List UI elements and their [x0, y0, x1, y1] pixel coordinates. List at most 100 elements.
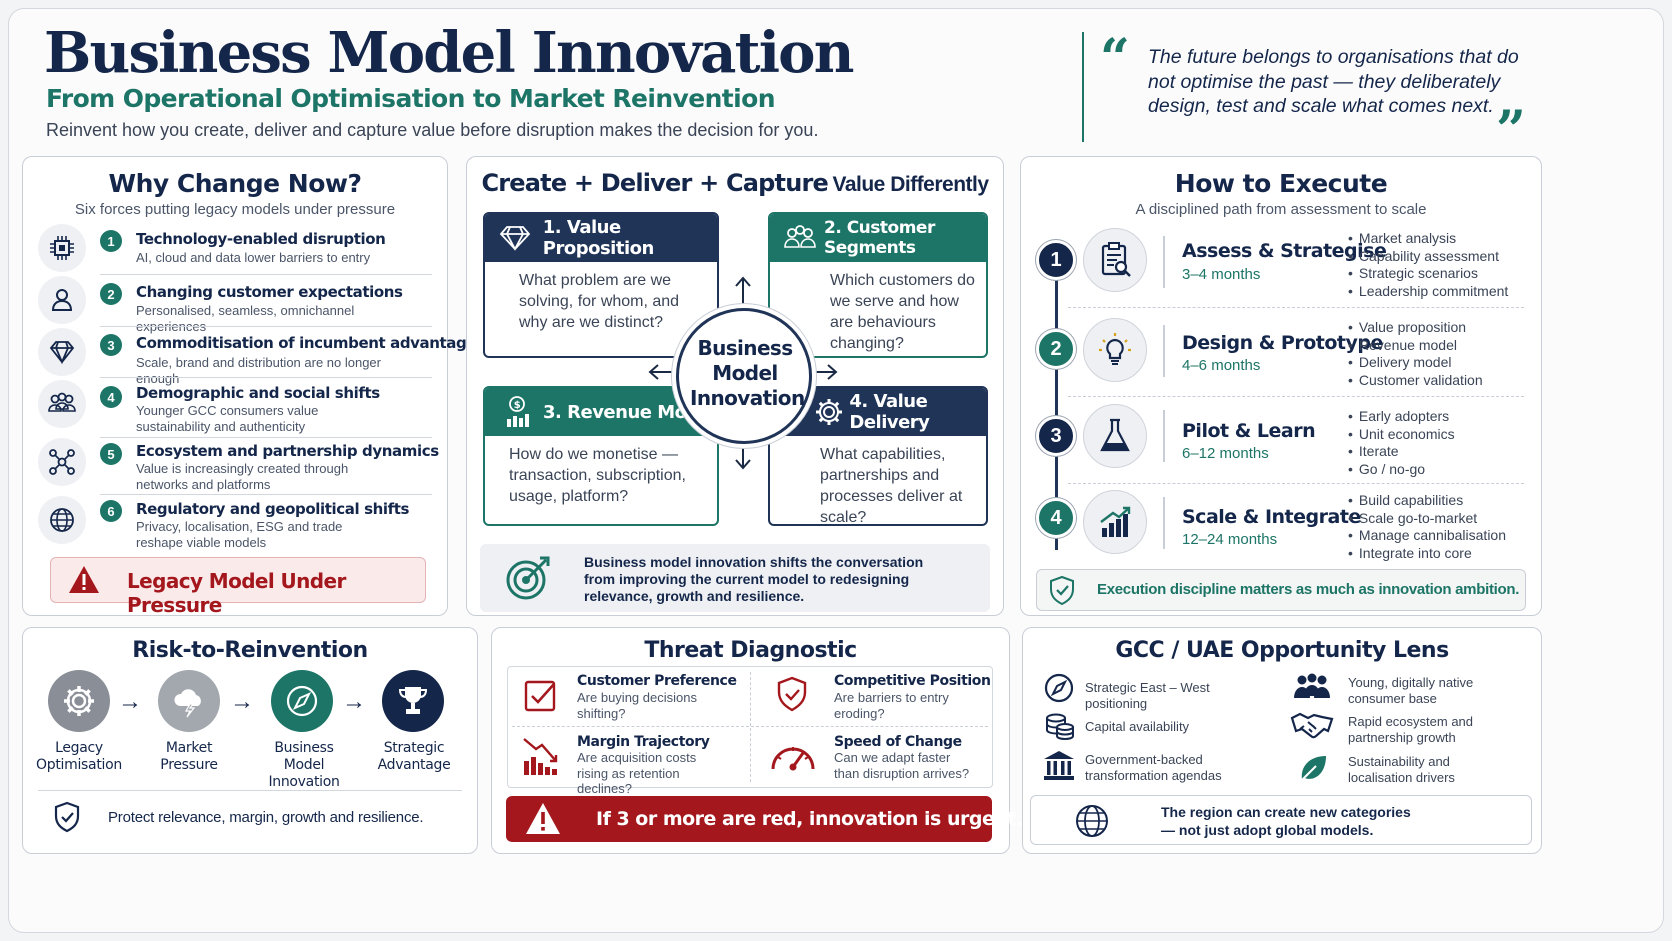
quadrant-title: 3. Revenue Model	[543, 401, 717, 423]
step-bullets: Early adopters Unit economics Iterate Go…	[1348, 408, 1455, 478]
divider	[100, 377, 432, 378]
step-bullet: Market analysis	[1348, 230, 1508, 248]
center-label: Business Model Innovation	[690, 336, 805, 410]
step-title: Pilot & Learn	[1182, 420, 1316, 442]
step-divider	[1163, 236, 1165, 288]
divider	[100, 326, 432, 327]
growth-chart-icon	[1083, 490, 1147, 554]
step-bullet: Integrate into core	[1348, 545, 1506, 563]
force-desc: Younger GCC consumers value sustainabili…	[136, 403, 319, 434]
force-number: 4	[100, 386, 122, 408]
divider	[100, 274, 432, 275]
force-number: 6	[100, 500, 122, 522]
threat-item-desc: Can we adapt faster than disruption arri…	[834, 750, 970, 781]
force-number: 1	[100, 230, 122, 252]
step-number: 3	[1036, 416, 1076, 456]
stage-label: Market Pressure	[160, 740, 218, 773]
handshake-icon	[1290, 710, 1334, 747]
force-title: Demographic and social shifts	[136, 384, 380, 402]
shield-check-icon	[772, 674, 812, 719]
step-bullets: Market analysis Capability assessment St…	[1348, 230, 1508, 300]
step-bullet: Value proposition	[1348, 319, 1483, 337]
divider	[38, 790, 462, 791]
person-icon	[38, 276, 86, 324]
step-duration: 6–12 months	[1182, 445, 1269, 462]
diamond-icon	[38, 328, 86, 376]
quadrant-body: How do we monetise — transaction, subscr…	[509, 446, 686, 505]
step-title: Scale & Integrate	[1182, 506, 1361, 528]
threat-item-title: Customer Preference	[577, 673, 737, 689]
step-bullet: Capability assessment	[1348, 248, 1508, 266]
quadrant-body: What capabilities, partnerships and proc…	[820, 446, 963, 526]
step-bullet: Delivery model	[1348, 354, 1483, 372]
threat-alert: If 3 or more are red, innovation is urge…	[506, 796, 1023, 842]
step-bullet: Go / no-go	[1348, 461, 1455, 479]
page-tagline: Reinvent how you create, deliver and cap…	[46, 120, 819, 140]
value-title: Create + Deliver + Capture Value Differe…	[467, 169, 1003, 197]
force-title: Changing customer expectations	[136, 283, 403, 301]
execute-title: How to Execute	[1174, 169, 1388, 198]
target-icon	[504, 554, 552, 607]
risk-title: Risk-to-Reinvention	[132, 638, 368, 663]
stage-label: Business Model Innovation	[268, 740, 340, 790]
force-title: Ecosystem and partnership dynamics	[136, 442, 439, 460]
people-icon	[1292, 672, 1332, 707]
force-title: Commoditisation of incumbent advantages	[136, 334, 485, 352]
divider	[1068, 307, 1524, 308]
execute-subtitle: A disciplined path from assessment to sc…	[1135, 201, 1427, 218]
step-divider	[1163, 410, 1165, 462]
globe-icon	[38, 496, 86, 544]
gcc-footer-text: The region can create new categories — n…	[1161, 804, 1411, 838]
quadrant-title: 4. Value Delivery	[849, 391, 930, 433]
speedometer-icon	[768, 733, 818, 782]
threat-item-desc: Are acquisition costs rising as retentio…	[577, 750, 697, 796]
arrow-icon: →	[230, 688, 254, 715]
trophy-icon	[382, 670, 444, 732]
risk-footer: Protect relevance, margin, growth and re…	[108, 809, 424, 826]
divider	[1068, 396, 1524, 397]
step-bullet: Build capabilities	[1348, 492, 1506, 510]
compass-icon	[1042, 671, 1076, 710]
arrow-icon: →	[342, 688, 366, 715]
clipboard-search-icon	[1083, 228, 1147, 292]
coins-icon	[1044, 710, 1076, 747]
step-bullet: Scale go-to-market	[1348, 510, 1506, 528]
why-change-card: Why Change Now? Six forces putting legac…	[22, 156, 448, 616]
page-title: Business Model Innovation	[44, 20, 854, 86]
warning-icon	[524, 801, 562, 842]
center-circle	[676, 308, 812, 444]
step-duration: 12–24 months	[1182, 531, 1278, 548]
opportunity-item: Young, digitally native consumer base	[1348, 675, 1474, 706]
threat-item-desc: Are buying decisions shifting?	[577, 690, 697, 721]
legacy-alert-text: Legacy Model Under Pressure	[127, 569, 346, 617]
step-number: 4	[1036, 498, 1076, 538]
compass-icon	[271, 670, 333, 732]
grid-divider	[512, 726, 988, 727]
step-bullet: Iterate	[1348, 443, 1455, 461]
threat-item-title: Speed of Change	[834, 734, 962, 750]
value-title-rest: Value Differently	[832, 173, 989, 196]
step-bullet: Early adopters	[1348, 408, 1455, 426]
quadrant-title: 2. Customer Segments	[824, 218, 935, 258]
leaf-icon	[1296, 752, 1330, 789]
grid-divider	[750, 672, 751, 782]
force-desc: Scale, brand and distribution are no lon…	[136, 355, 381, 386]
threat-item-title: Competitive Position	[834, 673, 991, 689]
execute-footer-text: Execution discipline matters as much as …	[1097, 581, 1520, 598]
step-bullet: Revenue model	[1348, 337, 1483, 355]
network-icon	[38, 438, 86, 486]
quadrant-value-delivery: 4. Value Delivery What capabilities, par…	[768, 386, 988, 526]
declining-chart-icon	[520, 733, 562, 782]
flask-icon	[1083, 404, 1147, 468]
why-change-title: Why Change Now?	[108, 169, 362, 198]
force-desc: AI, cloud and data lower barriers to ent…	[136, 250, 371, 265]
timeline-line	[1055, 245, 1058, 550]
shield-check-icon	[1047, 574, 1077, 611]
threat-alert-text: If 3 or more are red, innovation is urge…	[596, 808, 1023, 830]
storm-cloud-icon	[158, 670, 220, 732]
divider	[1068, 483, 1524, 484]
opportunity-item: Rapid ecosystem and partnership growth	[1348, 714, 1474, 745]
execute-footer: Execution discipline matters as much as …	[1036, 569, 1526, 611]
diamond-icon	[497, 225, 533, 251]
quadrant-title: 1. Value Proposition	[542, 217, 655, 259]
